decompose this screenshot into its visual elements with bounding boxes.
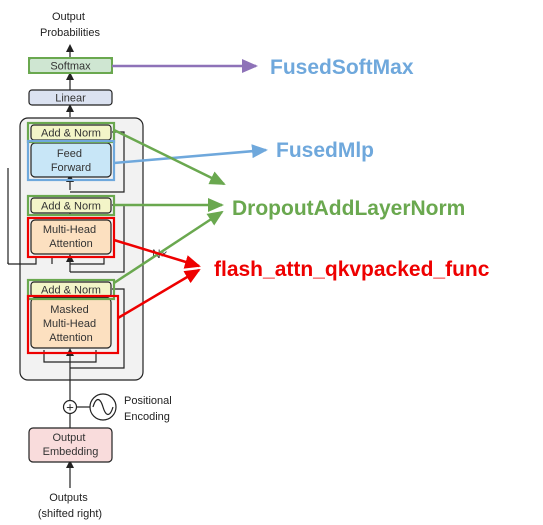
svg-text:Masked Multi-Head Atte: Masked Multi-Head Attention xyxy=(43,304,99,344)
svg-text:Add & Norm: Add & Norm xyxy=(41,201,101,213)
svg-text:Add & Norm: Add & Norm xyxy=(41,128,101,140)
positional-encoding-label: Positional Encoding xyxy=(124,395,175,423)
masked-attention-highlight xyxy=(26,294,120,355)
svg-text:Feed Forward: Feed Forward xyxy=(51,148,91,174)
feed-forward-arrow xyxy=(113,144,268,165)
add-norm-3-arrow xyxy=(113,128,226,186)
linear-block xyxy=(28,89,113,106)
fused-mlp-label: FusedMlp xyxy=(276,139,374,162)
svg-text:Multi-Head Attention: Multi-Head Attention xyxy=(43,224,99,250)
multi-head-attention-block xyxy=(30,219,112,255)
output-embedding-block xyxy=(28,427,113,463)
svg-text:Softmax: Softmax xyxy=(50,61,91,73)
add-norm-1-highlight xyxy=(26,278,116,301)
fused-softmax-label: FusedSoftMax xyxy=(270,56,414,79)
plus-sign: + xyxy=(66,400,74,415)
masked-attention-arrow xyxy=(117,268,201,320)
multi-head-attention-highlight xyxy=(26,216,116,259)
plus-circle xyxy=(62,399,78,415)
output-probabilities-label: Output Probabilities xyxy=(40,11,100,39)
flash-attn-label: flash_attn_qkvpacked_func xyxy=(214,258,490,281)
svg-text:Output Embedding: Output Embedding xyxy=(43,432,99,458)
dropout-add-layer-norm-label: DropoutAddLayerNorm xyxy=(232,197,465,220)
svg-text:Linear: Linear xyxy=(55,93,86,105)
multi-head-attention-arrow xyxy=(113,238,201,269)
add-norm-1-arrow xyxy=(113,210,224,285)
output-embedding-line-1: Output xyxy=(52,432,85,444)
svg-text:Add & Norm: Add & Norm xyxy=(41,285,101,297)
output-embedding-line-2: Embedding xyxy=(43,446,99,458)
feed-forward-highlight xyxy=(26,139,116,182)
outputs-label: Outputs (shifted right) xyxy=(38,492,102,520)
add-norm-block-2 xyxy=(30,197,112,214)
